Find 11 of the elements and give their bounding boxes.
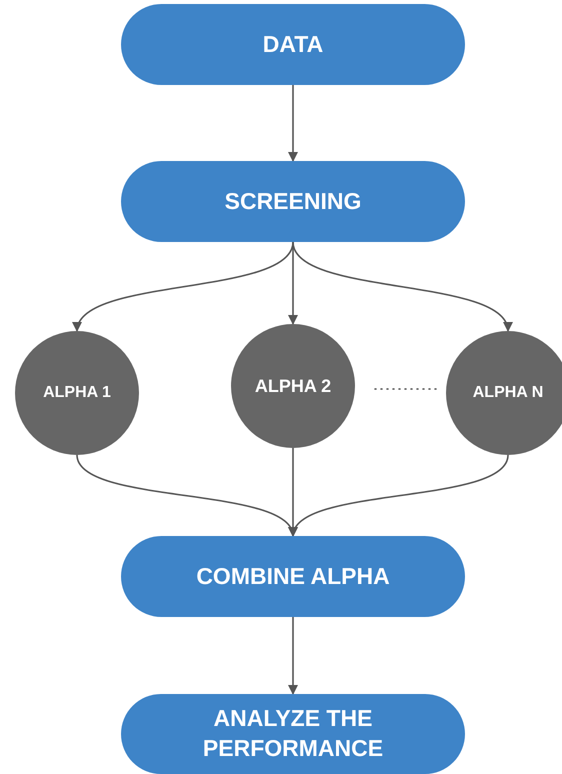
node-label: COMBINE ALPHA: [196, 562, 390, 591]
arrow: [288, 617, 298, 695]
node-label: ALPHA 2: [254, 376, 332, 396]
node-label: ALPHA N: [472, 384, 544, 402]
arrow: [292, 242, 510, 332]
arrow: [288, 85, 298, 162]
arrow: [288, 242, 298, 325]
node-label: DATA: [262, 30, 324, 59]
node-label: ALPHA 1: [43, 384, 111, 402]
node-label: ANALYZE THE PERFORMANCE: [202, 704, 384, 763]
node-label: SCREENING: [224, 186, 362, 216]
